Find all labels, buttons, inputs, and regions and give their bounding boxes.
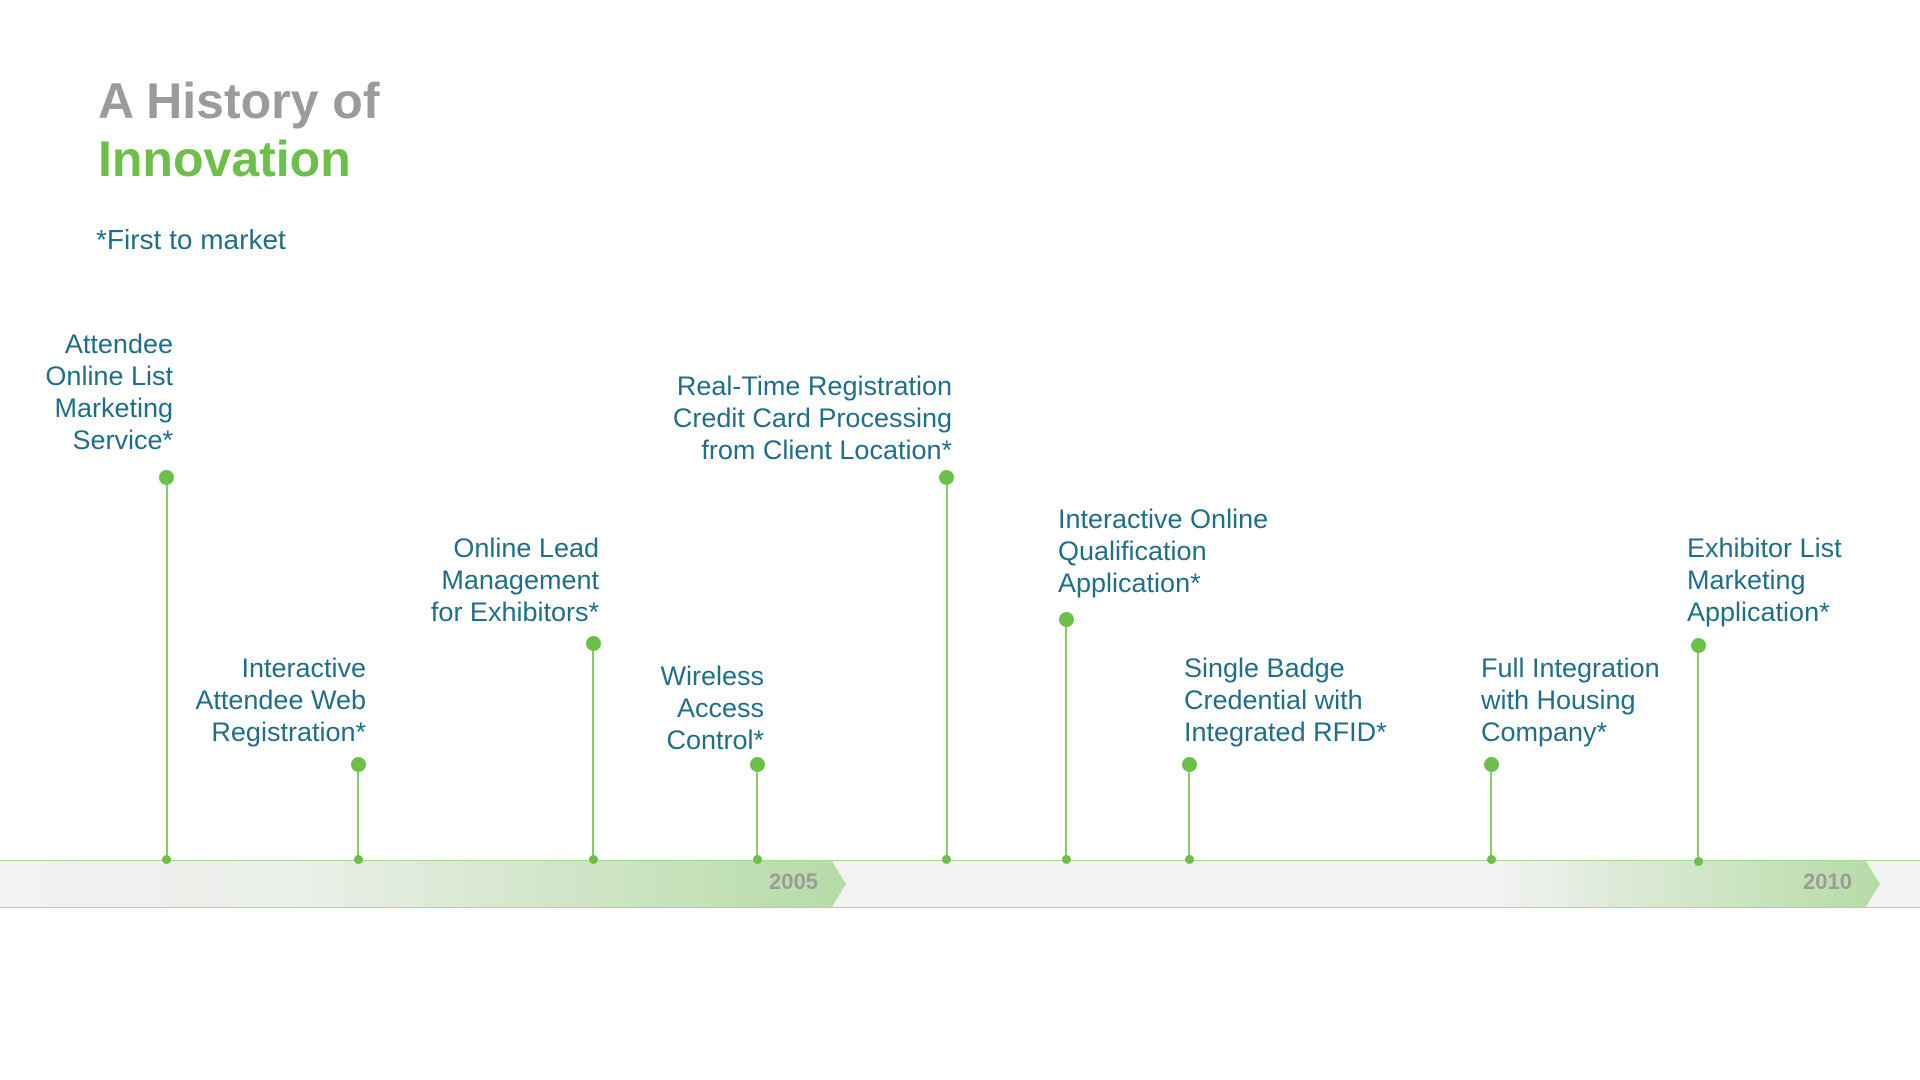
event-marker-dot <box>1182 757 1197 772</box>
event-base-dot <box>1487 855 1496 864</box>
event-label: Attendee Online List Marketing Service* <box>45 329 173 455</box>
title-line-1: A History of <box>98 73 380 129</box>
page-title: A History of Innovation <box>98 72 380 188</box>
first-to-market-note: *First to market <box>96 224 286 255</box>
event-stem <box>1697 645 1699 860</box>
event-base-dot <box>942 855 951 864</box>
year-label-2005: 2005 <box>769 869 818 894</box>
event-marker-dot <box>1691 638 1706 653</box>
event-marker-dot <box>1484 757 1499 772</box>
event-marker-dot <box>586 636 601 651</box>
event-marker-dot <box>159 470 174 485</box>
event-label: Single Badge Credential with Integrated … <box>1184 653 1387 747</box>
event-base-dot <box>162 855 171 864</box>
event-stem <box>1188 764 1190 860</box>
timeline-arrow-segment-2010: 2010 <box>1500 861 1880 907</box>
event-stem <box>166 478 168 860</box>
event-base-dot <box>1062 855 1071 864</box>
event-label: Interactive Attendee Web Registration* <box>195 653 366 747</box>
event-marker-dot <box>939 470 954 485</box>
event-base-dot <box>354 855 363 864</box>
event-label: Online Lead Management for Exhibitors* <box>430 533 599 627</box>
event-label: Interactive Online Qualification Applica… <box>1058 504 1269 598</box>
event-stem <box>946 478 948 860</box>
timeline-band: 2005 2010 <box>0 860 1920 908</box>
event-stem <box>756 764 758 860</box>
event-marker-dot <box>1059 612 1074 627</box>
event-marker-dot <box>750 757 765 772</box>
event-base-dot <box>753 855 762 864</box>
title-line-2: Innovation <box>98 131 351 187</box>
event-stem <box>1065 619 1067 860</box>
event-base-dot <box>589 855 598 864</box>
event-label: Real-Time Registration Credit Card Proce… <box>672 371 952 465</box>
event-stem <box>357 764 359 860</box>
year-label-2010: 2010 <box>1803 869 1852 894</box>
timeline-arrow-segment-2005: 2005 <box>0 861 846 907</box>
event-base-dot <box>1694 857 1703 866</box>
event-label: Exhibitor List Marketing Application* <box>1687 533 1842 627</box>
event-label: Wireless Access Control* <box>660 661 764 755</box>
event-label: Full Integration with Housing Company* <box>1481 653 1660 747</box>
event-marker-dot <box>351 757 366 772</box>
event-stem <box>592 643 594 860</box>
event-base-dot <box>1185 855 1194 864</box>
event-stem <box>1490 764 1492 860</box>
